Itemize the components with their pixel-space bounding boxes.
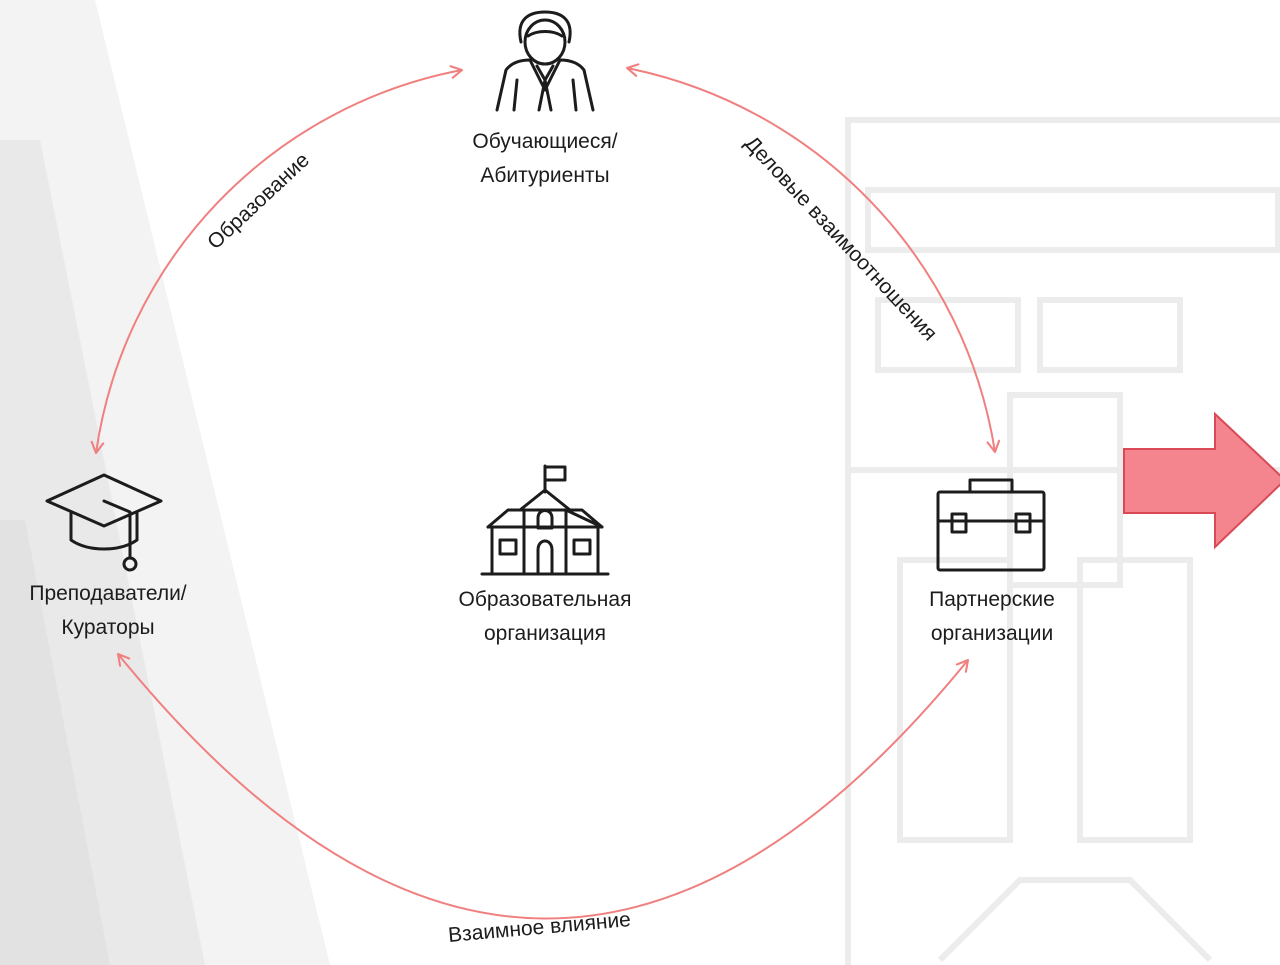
relation-label-influence: Взаимное влияние xyxy=(447,908,632,947)
students-line-1: Обучающиеся/ xyxy=(472,130,618,153)
organization-line-1: Образовательная xyxy=(458,588,632,611)
background-bands xyxy=(0,0,330,965)
arc-business xyxy=(625,63,1001,454)
relation-arcs xyxy=(90,63,1001,920)
teachers-line-2: Кураторы xyxy=(61,616,155,639)
student-icon xyxy=(495,10,595,112)
teachers-line-1: Преподаватели/ xyxy=(29,582,187,605)
arc-influence xyxy=(116,652,970,920)
node-label-partners: Партнерские организации xyxy=(892,583,1092,651)
graduation-cap-icon xyxy=(45,473,163,572)
students-line-2: Абитуриенты xyxy=(480,164,610,187)
node-label-students: Обучающиеся/ Абитуриенты xyxy=(445,125,645,193)
relation-label-business: Деловые взаимоотношения xyxy=(740,132,941,346)
partners-line-2: организации xyxy=(930,622,1054,645)
school-building-icon xyxy=(480,464,610,576)
node-label-organization: Образовательная организация xyxy=(425,583,665,651)
briefcase-icon xyxy=(936,478,1046,572)
partners-line-1: Партнерские xyxy=(929,588,1055,611)
building-watermark xyxy=(845,117,1280,965)
node-label-teachers: Преподаватели/ Кураторы xyxy=(0,577,216,645)
organization-line-2: организация xyxy=(483,622,606,645)
arc-education xyxy=(90,65,464,455)
next-arrow-icon xyxy=(1123,411,1280,550)
